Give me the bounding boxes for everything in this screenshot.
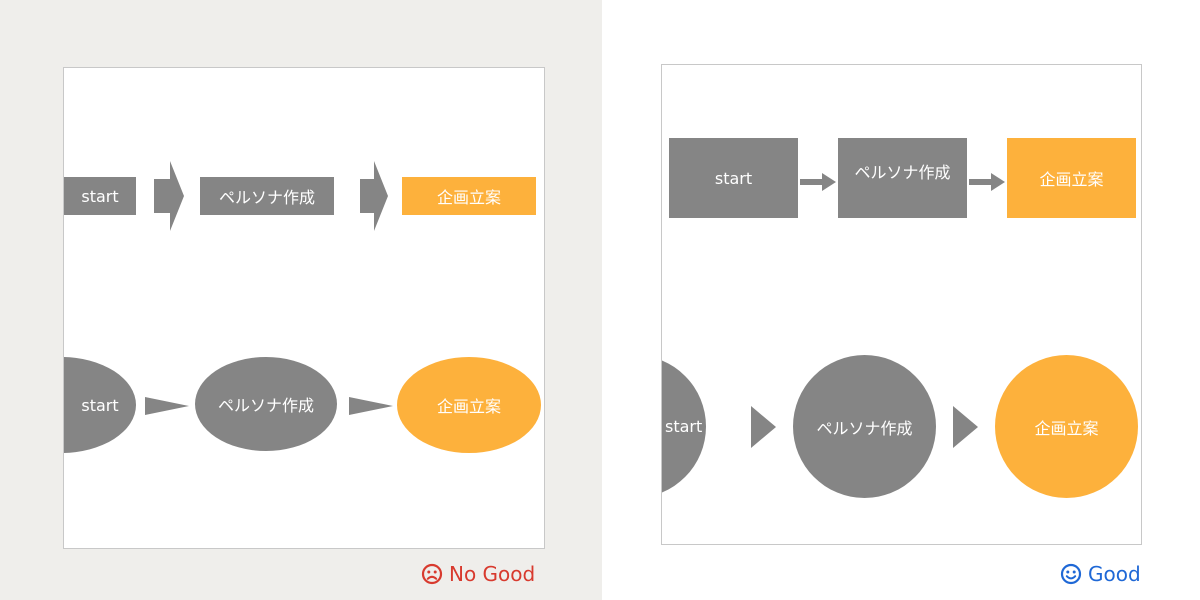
flow-node-planning: 企画立案 [995,355,1138,498]
no-good-label: No Good [421,562,535,586]
wedge-arrow-icon [145,397,189,415]
flow-node-start: start [64,357,136,453]
good-label: Good [1060,562,1141,586]
flow-node-start: start [662,355,706,498]
arrow-right-icon [969,173,1005,191]
flow-node-persona: ペルソナ作成 [195,357,337,451]
arrow-right-icon [800,173,836,191]
triangle-arrow-icon [751,406,776,448]
block-arrow-icon [154,161,184,231]
flow-node-start: start [64,177,136,215]
block-arrow-icon [360,161,388,231]
flow-node-persona: ペルソナ作成 [200,177,334,215]
flow-node-planning: 企画立案 [1007,138,1136,218]
good-frame: start ペルソナ作成 企画立案 start ペルソナ作成 企画立案 [661,64,1142,545]
wedge-arrow-icon [349,397,393,415]
flow-node-planning: 企画立案 [402,177,536,215]
triangle-arrow-icon [953,406,978,448]
good-label-text: Good [1088,562,1141,586]
flow-node-label: start [665,417,703,436]
flow-node-start: start [669,138,798,218]
flow-node-label: start [81,395,119,415]
flow-node-persona: ペルソナ作成 [838,138,967,218]
flow-node-planning: 企画立案 [397,357,541,453]
flow-node-persona: ペルソナ作成 [793,355,936,498]
smile-face-icon [1060,563,1082,585]
no-good-label-text: No Good [449,562,536,586]
no-good-frame: start ペルソナ作成 企画立案 start ペルソナ作成 企画立案 [63,67,545,549]
sad-face-icon [421,563,443,585]
